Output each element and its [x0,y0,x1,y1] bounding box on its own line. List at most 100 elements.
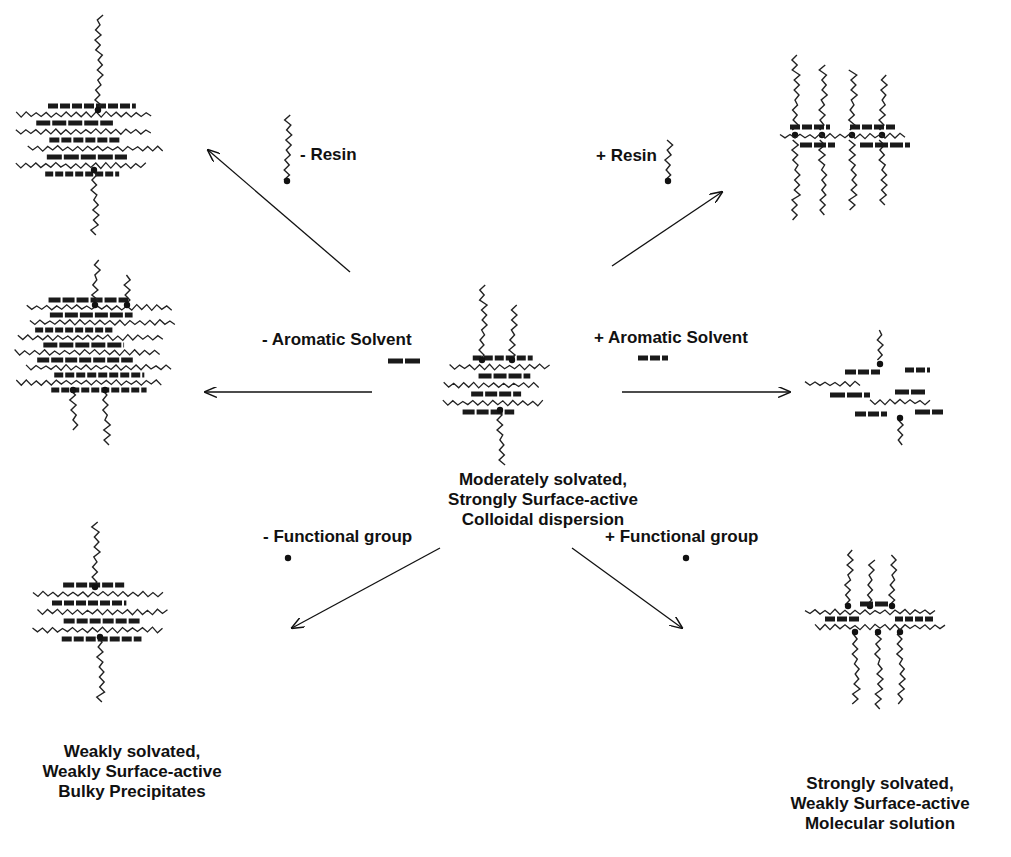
resin-chain [819,140,827,215]
aromatic-sheet [850,125,895,130]
alkyl-chain [805,381,860,386]
aromatic-sheet [790,125,830,130]
resin-chain [497,410,505,465]
functional-group-dot [479,357,485,363]
aromatic-sheet [52,601,126,606]
resin-chain [665,140,673,180]
change-label: + Aromatic Solvent [594,328,748,348]
alkyl-chain [443,400,543,406]
functional-group-dot [852,629,858,635]
resin-chain [792,55,800,130]
state-caption: Strongly solvated, Weakly Surface-active… [788,774,972,834]
resin-chain [103,390,111,445]
alkyl-chain [16,163,146,169]
aromatic-sheet [845,370,880,375]
functional-group-dot [124,302,130,308]
arrow [572,548,682,628]
alkyl-chain [27,305,172,311]
functional-group-dot [665,178,671,184]
alkyl-chain [870,399,930,404]
aromatic-sheet [638,356,668,361]
arrow [612,192,722,266]
resin-chain [92,522,100,587]
aromatic-sheet [51,388,146,393]
aromatic-sheet [35,328,112,333]
aromatic-sheet [855,412,887,417]
aromatic-sheet [830,393,870,398]
alkyl-chain [28,146,163,152]
functional-group-dot [284,178,290,184]
alkyl-chain [16,380,161,385]
resin-chain [124,275,130,305]
aromatic-sheet [800,143,835,148]
arrow [622,391,790,392]
resin-chain [852,634,860,704]
aromatic-sheet [45,172,119,177]
alkyl-chain [805,609,935,614]
arrow [205,391,372,392]
functional-group-dot [509,357,515,363]
functional-group-dot [102,387,108,393]
resin-chain [284,115,292,180]
aromatic-sheet [49,298,129,303]
alkyl-chain [26,365,171,371]
functional-group-dot [877,361,883,367]
state-caption: Moderately solvated, Strongly Surface-ac… [446,470,640,530]
resin-chain [70,390,78,430]
functional-group-dot [92,302,98,308]
resin-chain [509,305,517,360]
alkyl-chain [815,624,945,629]
functional-group-dot [97,634,103,640]
aromatic-sheet [54,373,144,378]
aromatic-sheet [48,104,136,109]
functional-group-dot [683,555,689,561]
resin-chain [845,550,853,605]
alkyl-chain [444,382,539,388]
resin-chain [91,170,99,235]
alkyl-chain [37,609,167,615]
aromatic-sheet [905,368,930,373]
arrow [292,548,440,628]
change-label: - Resin [300,145,357,165]
functional-group-dot [91,167,97,173]
resin-chain [867,560,875,605]
aromatic-sheet [471,392,521,397]
resin-chain [877,330,883,360]
alkyl-chain [18,335,163,341]
aromatic-sheet [37,358,133,363]
functional-group-dot [92,584,98,590]
resin-chain [97,637,105,702]
functional-group-dot [285,555,291,561]
resin-chain [889,555,896,605]
alkyl-chain [33,591,163,597]
functional-group-dot [889,603,895,609]
functional-group-dot [875,629,881,635]
resin-chain [849,70,857,130]
resin-chain [792,140,800,220]
aromatic-sheet [49,138,121,143]
resin-chain [879,140,887,205]
functional-group-dot [845,603,851,609]
aromatic-sheet [860,602,890,607]
aromatic-sheet [36,121,113,126]
resin-chain [819,65,827,130]
change-label: + Functional group [605,527,758,547]
aromatic-sheet [895,390,925,395]
resin-chain [875,634,883,709]
alkyl-chain [32,627,162,633]
arrow [208,150,350,272]
alkyl-chain [15,350,160,356]
change-label: - Aromatic Solvent [262,330,412,350]
arrows [205,150,790,628]
functional-group-dot [95,107,101,113]
resin-chain [95,15,103,110]
change-label: + Resin [596,146,657,166]
alkyl-chain [780,133,905,138]
aromatic-sheet [915,410,943,415]
resin-chain [849,140,857,210]
resin-chain [898,420,903,445]
resin-chain [479,285,487,360]
alkyl-chain [16,129,151,134]
